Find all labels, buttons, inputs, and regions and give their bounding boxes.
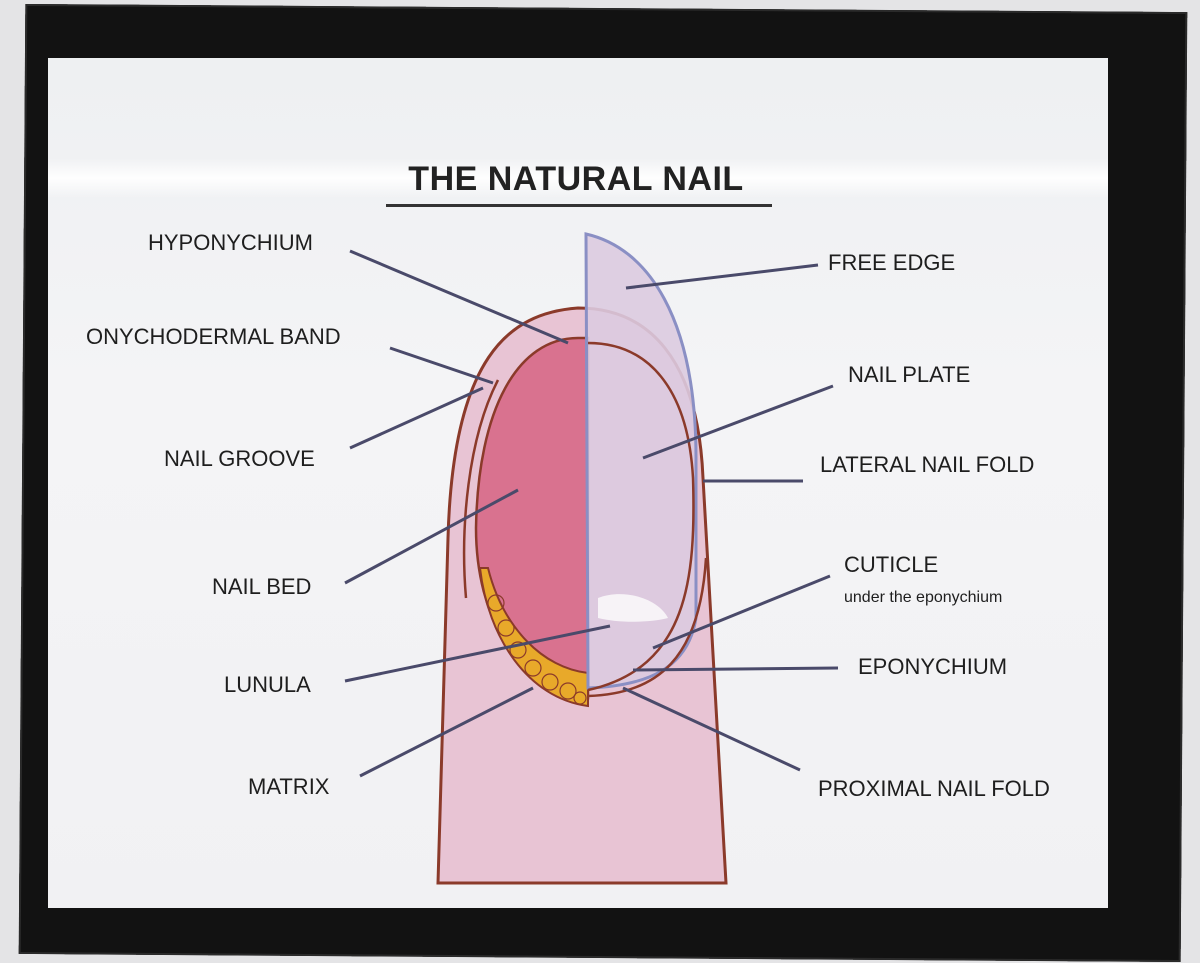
nail-diagram — [344, 232, 839, 885]
label-free-edge: FREE EDGE — [828, 250, 956, 275]
label-nail-plate: NAIL PLATE — [848, 362, 971, 387]
page-title: THE NATURAL NAIL — [408, 160, 744, 198]
title-underline — [386, 204, 772, 207]
label-cuticle-note: under the eponychium — [844, 589, 1003, 606]
label-lunula: LUNULA — [224, 672, 311, 697]
label-hyponychium: HYPONYCHIUM — [148, 230, 314, 255]
label-nail-groove: NAIL GROOVE — [164, 446, 315, 471]
leader-lines — [344, 249, 839, 778]
label-nail-bed: NAIL BED — [212, 574, 312, 599]
label-cuticle: CUTICLE — [844, 552, 939, 577]
nail-plate-shape — [584, 232, 698, 690]
matrix-shape — [478, 567, 589, 708]
label-lateral-nail-fold: LATERAL NAIL FOLD — [820, 452, 1035, 477]
poster-sheet: THE NATURAL NAIL HYPONYCHIUM ONYCHODERMA… — [48, 58, 1108, 908]
label-eponychium: EPONYCHIUM — [858, 654, 1008, 679]
label-matrix: MATRIX — [248, 774, 330, 799]
matrix-cells — [487, 594, 587, 705]
lunula-shape — [598, 594, 668, 622]
label-proximal-nail-fold: PROXIMAL NAIL FOLD — [818, 776, 1050, 801]
label-onychodermal-band: ONYCHODERMAL BAND — [86, 324, 341, 349]
